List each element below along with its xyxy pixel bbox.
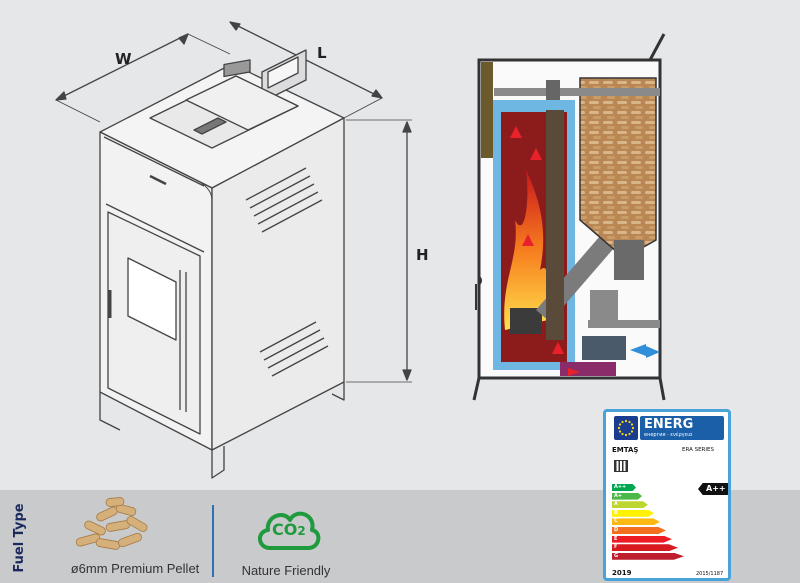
fuel-type-heading: Fuel Type	[12, 503, 27, 573]
energy-class-label: A+	[614, 492, 623, 499]
energy-class-bar: A	[612, 501, 648, 509]
energy-header-band	[640, 416, 724, 440]
width-dimension-label: W	[115, 50, 132, 68]
brand-name: EMTAŞ	[612, 446, 639, 454]
energy-header: ENERG	[644, 417, 694, 432]
energy-class-label: D	[614, 527, 619, 533]
energy-class-label: E	[614, 535, 618, 542]
energy-class-bar: F	[612, 544, 678, 552]
energy-class-label: F	[614, 544, 618, 551]
energy-class-bar: E	[612, 535, 672, 543]
length-dimension-label: L	[317, 44, 327, 62]
energy-class-label: A++	[614, 484, 627, 490]
energy-class-label: A	[614, 501, 618, 508]
energy-class-label: C	[614, 518, 618, 525]
pellet-label: ø6mm Premium Pellet	[70, 561, 200, 576]
label-regulation: 2015/1187	[696, 571, 724, 577]
energy-class-bar: B	[612, 509, 654, 517]
eu-stars	[617, 419, 635, 437]
energy-class-label: G	[614, 552, 619, 559]
energy-class-bar: A++	[612, 484, 636, 491]
co2-text: CO2	[272, 520, 306, 539]
energy-label-card: ENERG енергия · ενέργεια EMTAŞ ERA SERIE…	[603, 409, 731, 581]
co2-letters: CO	[272, 520, 298, 539]
label-year: 2019	[612, 569, 632, 577]
feature-divider	[212, 505, 214, 577]
energy-class-bar: A+	[612, 492, 642, 500]
model-series: ERA SERIES	[682, 447, 714, 453]
energy-class-bar: D	[612, 527, 666, 534]
co2-subscript: 2	[297, 524, 306, 538]
co2-cloud-icon	[258, 511, 321, 550]
nature-friendly-label: Nature Friendly	[241, 563, 331, 578]
energy-class-bar: G	[612, 552, 684, 560]
radiator-icon	[614, 460, 628, 472]
energy-header-sub: енергия · ενέργεια	[644, 432, 693, 438]
rating-value: A++	[706, 484, 726, 493]
rating-arrow	[698, 483, 728, 495]
pellet-pile-icon	[75, 497, 148, 550]
height-dimension-label: H	[416, 246, 429, 264]
energy-class-bar: C	[612, 518, 660, 526]
energy-class-label: B	[614, 509, 618, 516]
